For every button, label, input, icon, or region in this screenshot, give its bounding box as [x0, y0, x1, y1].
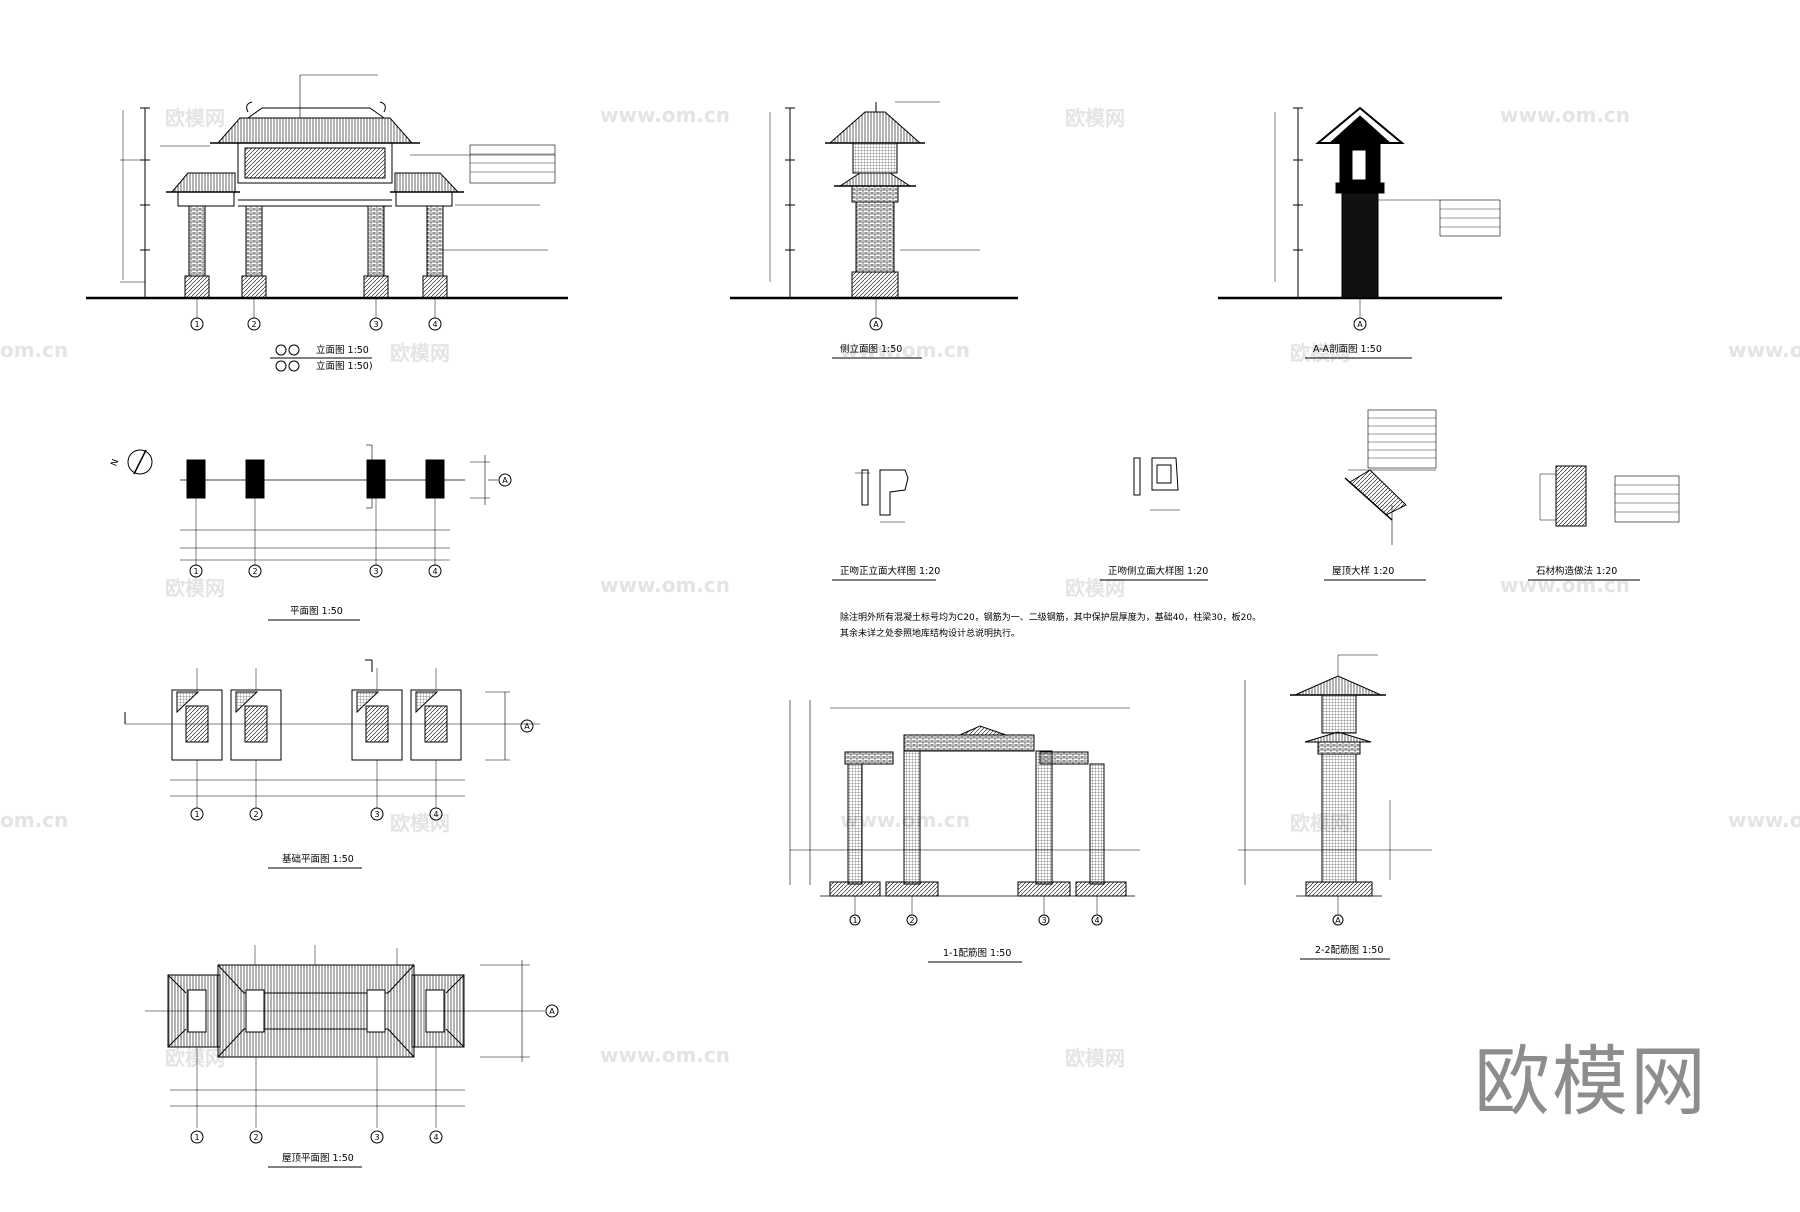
axis-label: 2 — [253, 810, 258, 819]
watermark-url: www.om.cn — [600, 1043, 730, 1067]
axis-label: 4 — [432, 567, 437, 576]
axis-label: 3 — [1041, 916, 1046, 925]
axis-label: 2 — [251, 320, 256, 329]
axis-label: 2 — [252, 567, 257, 576]
axis-label: 1 — [193, 567, 198, 576]
watermark-cn: 欧模网 — [390, 811, 450, 835]
caption: 石材构造做法 1:20 — [1536, 565, 1617, 577]
caption: 正吻正立面大样图 1:20 — [840, 565, 940, 577]
axis-label: A — [502, 476, 508, 485]
axis-label: 3 — [373, 320, 378, 329]
axis-label: 1 — [194, 810, 199, 819]
watermark-cn: 欧模网 — [165, 106, 225, 130]
north-label: N — [110, 458, 122, 468]
foundation-plan — [124, 659, 540, 808]
caption: 正吻侧立面大样图 1:20 — [1108, 565, 1208, 577]
axis-label: 1 — [194, 320, 199, 329]
caption: 2-2配筋图 1:50 — [1315, 944, 1383, 956]
watermark-url: www.om.cn — [600, 573, 730, 597]
rebar-section-11 — [789, 700, 1140, 915]
watermark-cn: 欧模网 — [165, 1046, 225, 1070]
roof-detail — [1344, 409, 1437, 545]
watermark-cn: 欧模网 — [165, 576, 225, 600]
section-aa — [1218, 106, 1502, 318]
stone-detail — [1539, 465, 1680, 527]
plan-view — [127, 444, 498, 566]
caption: A-A剖面图 1:50 — [1313, 343, 1382, 355]
front-elevation — [86, 74, 568, 318]
axis-label: 1 — [852, 916, 857, 925]
side-elevation — [730, 101, 1018, 318]
caption: 屋顶平面图 1:50 — [282, 1153, 354, 1164]
axis-label: A — [1335, 916, 1341, 925]
watermark-cn: 欧模网 — [1290, 341, 1350, 365]
rebar-section-22 — [1238, 654, 1432, 915]
brand-watermark: 欧模网 — [1474, 1037, 1708, 1126]
note-line: 其余未详之处参照地库结构设计总说明执行。 — [840, 627, 1020, 639]
general-notes: 除注明外所有混凝土标号均为C20，钢筋为一、二级钢筋，其中保护层厚度为，基础40… — [840, 611, 1261, 639]
axis-label: A — [524, 722, 530, 731]
axis-label: 2 — [909, 916, 914, 925]
axis-label: A — [549, 1007, 555, 1016]
axis-label: 4 — [1094, 916, 1099, 925]
watermark-layer: 欧模网 www.om.cn 欧模网 www.om.cn om.cn 欧模网 ww… — [0, 103, 1800, 1070]
caption: 侧立面图 1:50 — [840, 343, 902, 355]
front-elevation-caption: 立面图 1:50 立面图 1:50) — [270, 344, 373, 372]
axis-label: 2 — [253, 1133, 258, 1142]
caption: 1-1配筋图 1:50 — [943, 947, 1011, 959]
caption: 基础平面图 1:50 — [282, 853, 354, 865]
caption: 平面图 1:50 — [290, 606, 343, 617]
note-line: 除注明外所有混凝土标号均为C20，钢筋为一、二级钢筋，其中保护层厚度为，基础40… — [840, 611, 1261, 623]
detail-side — [1133, 457, 1180, 511]
axis-label: A — [873, 320, 879, 329]
caption: 屋顶大样 1:20 — [1332, 565, 1394, 577]
axis-label: 3 — [373, 567, 378, 576]
axis-label: 4 — [433, 810, 438, 819]
watermark-url: om.cn — [0, 338, 68, 362]
caption: 立面图 1:50) — [316, 360, 373, 372]
axis-label: A — [1357, 320, 1363, 329]
watermark-url: om.cn — [0, 808, 68, 832]
axis-label: 4 — [433, 1133, 438, 1142]
watermark-url: www.om.cn — [1728, 338, 1800, 362]
watermark-cn: 欧模网 — [1065, 106, 1125, 130]
axis-label: 3 — [374, 1133, 379, 1142]
watermark-cn: 欧模网 — [390, 341, 450, 365]
front-elevation-axes: 1 2 3 4 — [190, 317, 442, 331]
watermark-url: www.om.cn — [1500, 573, 1630, 597]
axis-label: 3 — [374, 810, 379, 819]
watermark-url: www.om.cn — [600, 103, 730, 127]
watermark-url: www.om.cn — [1728, 808, 1800, 832]
detail-front — [855, 469, 909, 523]
caption: 立面图 1:50 — [316, 344, 369, 356]
axis-label: 1 — [194, 1133, 199, 1142]
axis-label: 4 — [432, 320, 437, 329]
watermark-cn: 欧模网 — [1065, 1046, 1125, 1070]
watermark-url: www.om.cn — [1500, 103, 1630, 127]
roof-plan — [145, 945, 545, 1128]
